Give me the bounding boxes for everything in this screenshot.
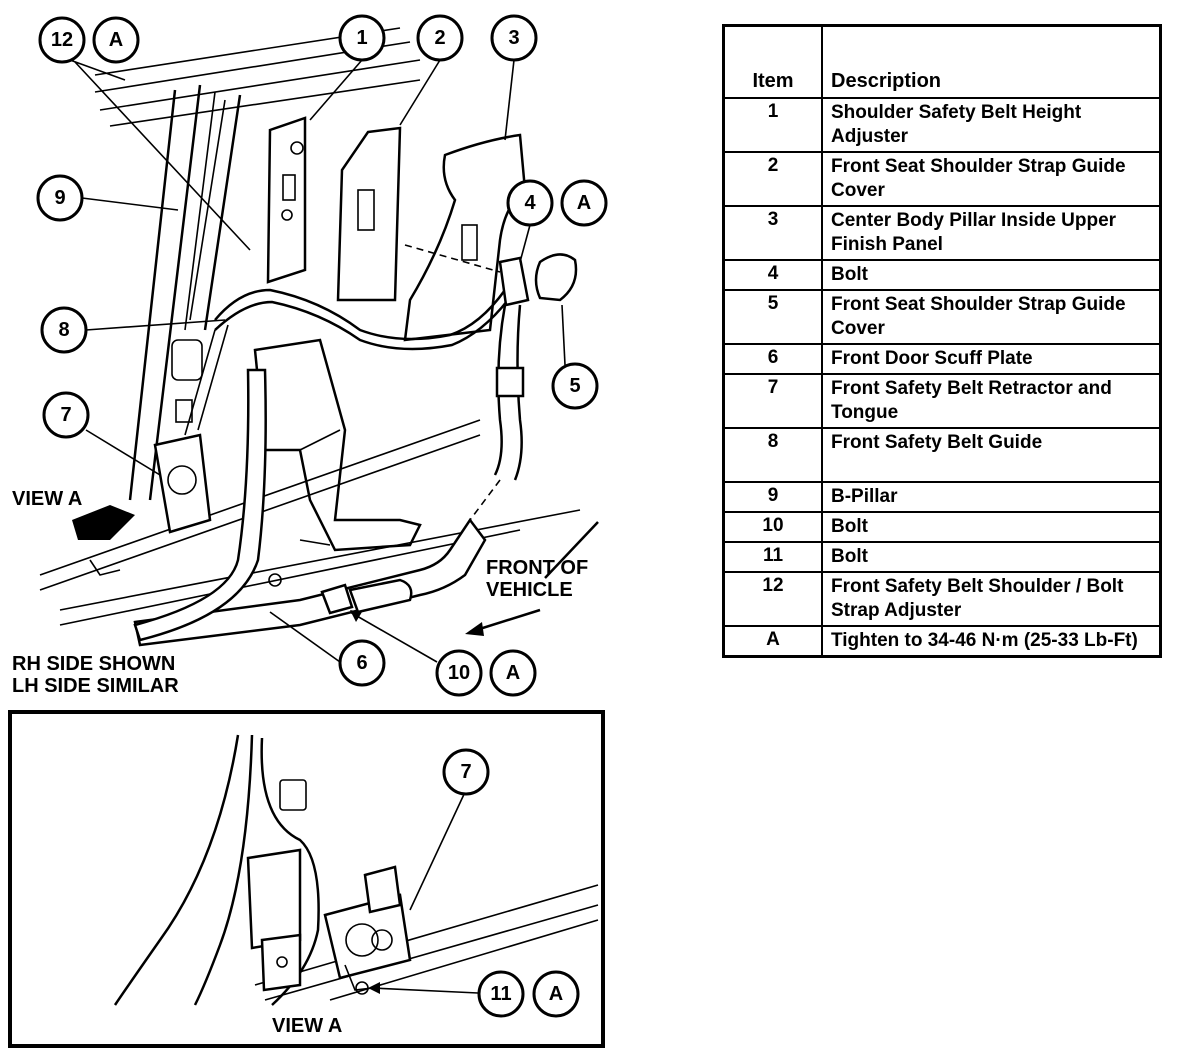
callout-2: 2 — [416, 14, 464, 62]
legend-item-number: 1 — [722, 97, 823, 153]
callout-12: 12 — [38, 16, 86, 64]
callout-11: 11 — [477, 970, 525, 1018]
legend-item-number: 12 — [722, 571, 823, 627]
legend-item-description: Bolt — [821, 541, 1162, 573]
callout-7-inset: 7 — [442, 748, 490, 796]
legend-item-description: Tighten to 34-46 N·m (25-33 Lb-Ft) — [821, 625, 1162, 658]
svg-text:7: 7 — [460, 761, 471, 783]
legend-item-number: 11 — [722, 541, 823, 573]
legend-item-description: Front Safety Belt Shoulder / Bolt Strap … — [821, 571, 1162, 627]
front-of-vehicle-arrow — [465, 521, 599, 636]
callout-6: 6 — [338, 639, 386, 687]
svg-text:9: 9 — [54, 187, 65, 209]
svg-text:A: A — [109, 29, 123, 51]
legend-item-description: Center Body Pillar Inside Upper Finish P… — [821, 205, 1162, 261]
callout-a-torque-4: A — [532, 970, 580, 1018]
svg-text:12: 12 — [51, 29, 73, 51]
legend-item-description: Bolt — [821, 511, 1162, 543]
callout-1: 1 — [338, 14, 386, 62]
legend-item-number: 3 — [722, 205, 823, 261]
callout-a-torque-1: A — [92, 16, 140, 64]
svg-text:11: 11 — [490, 983, 511, 1005]
svg-text:A: A — [549, 983, 563, 1005]
front-of-vehicle-label-line1: FRONT OF — [486, 557, 588, 579]
description-column-header: Description — [821, 24, 1162, 99]
svg-text:A: A — [577, 192, 591, 214]
legend-item-number: 2 — [722, 151, 823, 207]
legend-item-description: Front Door Scuff Plate — [821, 343, 1162, 375]
legend-item-description: Front Safety Belt Retractor and Tongue — [821, 373, 1162, 429]
svg-text:3: 3 — [508, 27, 519, 49]
callout-3: 3 — [490, 14, 538, 62]
legend-item-description: Bolt — [821, 259, 1162, 291]
callout-5: 5 — [551, 362, 599, 410]
svg-text:4: 4 — [524, 192, 536, 214]
legend-item-number: 10 — [722, 511, 823, 543]
view-a-inset-title: VIEW A — [272, 1015, 342, 1037]
item-column-header: Item — [722, 24, 823, 99]
svg-text:7: 7 — [60, 404, 71, 426]
callout-9: 9 — [36, 174, 84, 222]
callout-4: 4 — [506, 179, 554, 227]
legend-item-number: 5 — [722, 289, 823, 345]
legend-item-number: 4 — [722, 259, 823, 291]
svg-text:1: 1 — [356, 27, 367, 49]
callout-a-torque-3: A — [489, 649, 537, 697]
legend-item-description: Shoulder Safety Belt Height Adjuster — [821, 97, 1162, 153]
legend-item-number: 9 — [722, 481, 823, 513]
callout-8: 8 — [40, 306, 88, 354]
legend-item-description: B-Pillar — [821, 481, 1162, 513]
legend-item-description: Front Seat Shoulder Strap Guide Cover — [821, 289, 1162, 345]
svg-text:2: 2 — [434, 27, 445, 49]
legend-item-number: 7 — [722, 373, 823, 429]
legend-item-description: Front Seat Shoulder Strap Guide Cover — [821, 151, 1162, 207]
svg-text:8: 8 — [58, 319, 69, 341]
rh-side-shown-label: RH SIDE SHOWN — [12, 653, 175, 675]
callout-7: 7 — [42, 391, 90, 439]
svg-text:A: A — [506, 662, 520, 684]
legend-item-description: Front Safety Belt Guide — [821, 427, 1162, 483]
view-a-pointer-label: VIEW A — [12, 488, 82, 510]
main-view-artwork — [39, 27, 581, 647]
svg-text:6: 6 — [356, 652, 367, 674]
leader-lines — [69, 59, 566, 663]
legend-header-row: Item Description — [722, 24, 1162, 99]
front-of-vehicle-label-line2: VEHICLE — [486, 579, 573, 601]
svg-text:10: 10 — [448, 662, 470, 684]
legend-item-number: 6 — [722, 343, 823, 375]
exploded-view-diagram: VIEW A FRONT OF VEHICLE RH SIDE SHOWN LH… — [8, 14, 608, 1048]
legend-item-number: 8 — [722, 427, 823, 483]
lh-side-similar-label: LH SIDE SIMILAR — [12, 675, 179, 697]
callout-10: 10 — [435, 649, 483, 697]
legend-item-number: A — [722, 625, 823, 658]
svg-text:5: 5 — [569, 375, 580, 397]
callout-a-torque-2: A — [560, 179, 608, 227]
